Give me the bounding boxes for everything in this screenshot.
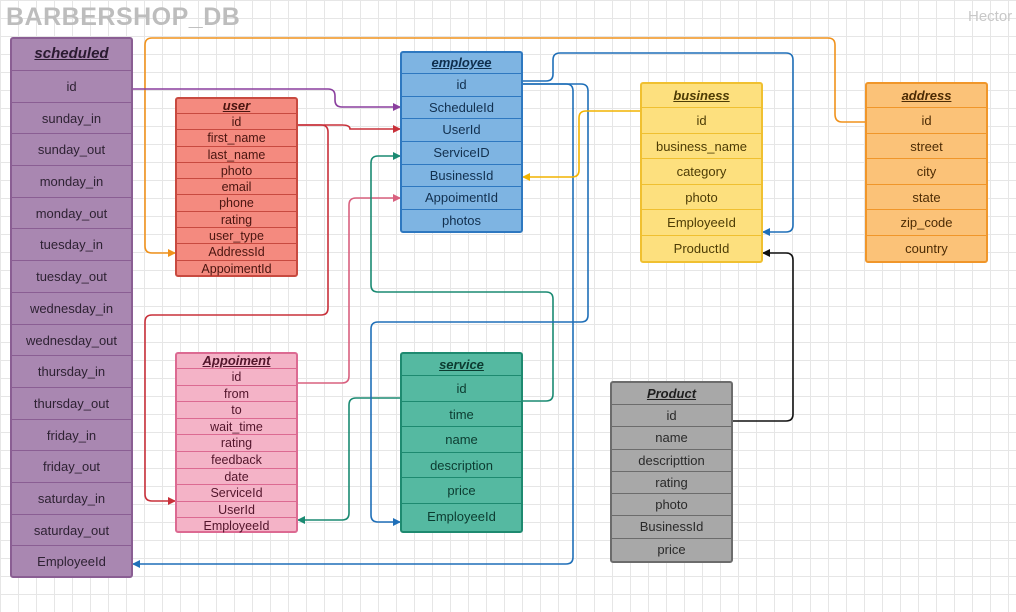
table-header-service: service: [402, 354, 521, 376]
field-row: phone: [177, 195, 296, 212]
table-employee[interactable]: employee id ScheduleId UserId ServiceID …: [400, 51, 523, 233]
table-header-appoiment: Appoiment: [177, 354, 296, 369]
field-row: id: [867, 108, 986, 134]
field-row: street: [867, 134, 986, 159]
field-row: state: [867, 185, 986, 210]
field-row: first_name: [177, 130, 296, 147]
field-row: rating: [177, 435, 296, 452]
field-row: category: [642, 159, 761, 185]
field-row: ServiceID: [402, 142, 521, 165]
field-row: rating: [177, 212, 296, 229]
field-row: ScheduleId: [402, 97, 521, 120]
field-row: ServiceId: [177, 485, 296, 502]
link-product-business: [733, 249, 794, 422]
field-row: AppoimentId: [402, 187, 521, 211]
table-header-address: address: [867, 84, 986, 108]
field-row: price: [402, 478, 521, 504]
field-row: country: [905, 240, 948, 256]
field-row: id: [12, 71, 131, 103]
field-row: ProductId: [673, 240, 730, 256]
field-row: saturday_in: [12, 483, 131, 515]
field-row: sunday_in: [12, 103, 131, 135]
field-row: to: [177, 402, 296, 419]
field-row: zip_code: [867, 210, 986, 236]
field-row: id: [642, 108, 761, 134]
table-header-product: Product: [612, 383, 731, 405]
field-row: wednesday_out: [12, 325, 131, 357]
field-row: time: [402, 402, 521, 427]
field-row: EmployeeId: [427, 508, 496, 524]
field-row: EmployeeId: [642, 210, 761, 236]
field-row: tuesday_out: [12, 261, 131, 293]
field-row: EmployeeId: [203, 519, 270, 534]
field-row: BusinessId: [402, 165, 521, 188]
field-row: wednesday_in: [12, 293, 131, 325]
field-row: rating: [612, 472, 731, 495]
field-row: description: [402, 453, 521, 478]
field-row: id: [612, 405, 731, 428]
field-row: sunday_out: [12, 134, 131, 167]
table-service[interactable]: service id time name description price E…: [400, 352, 523, 533]
link-appoiment-employee: [298, 194, 401, 384]
field-row: EmployeeId: [37, 554, 106, 570]
author-label: Hector: [968, 8, 1013, 25]
field-row: BusinessId: [612, 516, 731, 539]
field-row: photo: [642, 185, 761, 210]
table-header-scheduled: scheduled: [12, 39, 131, 71]
table-header-user: user: [177, 99, 296, 114]
field-row: id: [402, 74, 521, 97]
field-row: thursday_in: [12, 356, 131, 388]
link-business-employee: [522, 110, 640, 181]
field-row: friday_in: [12, 420, 131, 452]
table-header-business: business: [642, 84, 761, 108]
link-user-employee: [298, 124, 401, 133]
field-row: AddressId: [177, 244, 296, 261]
field-row: feedback: [177, 452, 296, 469]
table-business[interactable]: business id business_name category photo…: [640, 82, 763, 263]
field-row: from: [177, 386, 296, 403]
table-appoiment[interactable]: Appoiment id from to wait_time rating fe…: [175, 352, 298, 533]
table-address[interactable]: address id street city state zip_code co…: [865, 82, 988, 263]
field-row: saturday_out: [12, 515, 131, 547]
field-row: UserId: [402, 119, 521, 143]
table-user[interactable]: user id first_name last_name photo email…: [175, 97, 298, 277]
field-row: name: [402, 427, 521, 453]
field-row: thursday_out: [12, 388, 131, 420]
field-row: name: [612, 427, 731, 450]
field-row: monday_in: [12, 166, 131, 198]
field-row: tuesday_in: [12, 229, 131, 262]
field-row: id: [177, 369, 296, 386]
field-row: monday_out: [12, 198, 131, 230]
diagram-title: BARBERSHOP_DB: [6, 3, 241, 31]
field-row: id: [402, 376, 521, 402]
field-row: last_name: [177, 147, 296, 163]
field-row: photo: [177, 163, 296, 180]
table-product[interactable]: Product id name descripttion rating phot…: [610, 381, 733, 563]
field-row: AppoimentId: [201, 261, 272, 276]
table-scheduled[interactable]: scheduled id sunday_in sunday_out monday…: [10, 37, 133, 578]
field-row: descripttion: [612, 450, 731, 472]
table-header-employee: employee: [402, 53, 521, 74]
field-row: photos: [441, 213, 482, 229]
field-row: city: [867, 159, 986, 185]
field-row: price: [657, 541, 686, 557]
field-row: wait_time: [177, 419, 296, 436]
field-row: UserId: [177, 502, 296, 519]
field-row: email: [177, 179, 296, 196]
field-row: id: [177, 114, 296, 131]
field-row: user_type: [177, 228, 296, 245]
field-row: friday_out: [12, 451, 131, 483]
field-row: business_name: [642, 134, 761, 159]
field-row: date: [177, 469, 296, 486]
field-row: photo: [612, 494, 731, 517]
link-service-appoiment: [297, 397, 400, 524]
